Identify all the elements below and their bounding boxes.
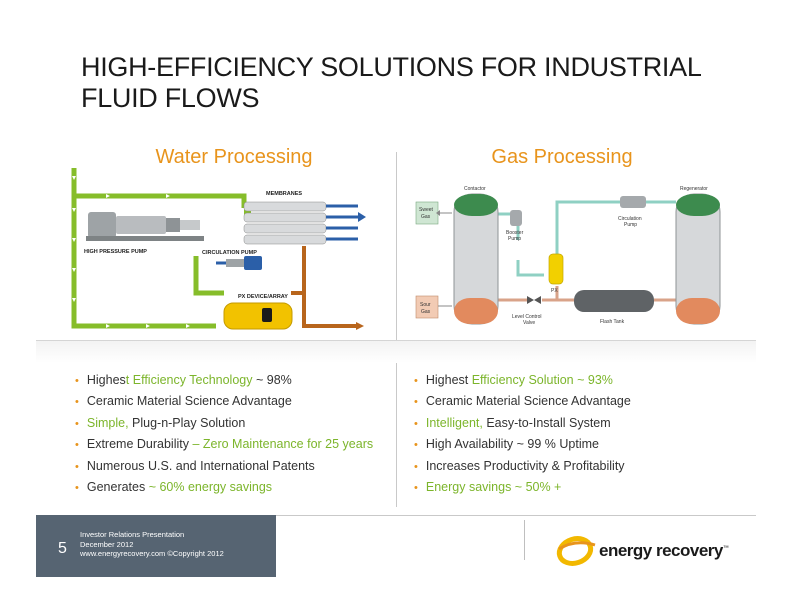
gas-circulation-pump-label-2: Pump [624,222,637,228]
content-band [36,340,756,363]
px-device-icon [223,302,293,330]
water-processing-heading: Water Processing [155,146,313,168]
list-item: •Intelligent, Easy-to-Install System [414,415,611,430]
level-control-label-2: Valve [523,320,535,326]
sweet-gas-label-2: Gas [421,214,431,220]
circulation-pump-icon [226,256,262,270]
booster-pump-label-2: Pump [508,236,521,242]
water-benefits-list: •Highest Efficiency Technology ~ 98% •Ce… [75,370,373,498]
px-device-label: PX DEVICE/ARRAY [238,294,288,300]
contactor-label: Contactor [464,186,486,192]
logo-wordmark: energy recovery™ [599,541,729,560]
membranes-label: MEMBRANES [266,191,302,197]
footer-line-3: www.energyrecovery.com ©Copyright 2012 [80,549,224,558]
sour-gas-box [415,295,439,319]
flash-tank-icon [574,290,654,312]
circulation-pump-label: CIRCULATION PUMP [202,250,257,256]
regenerator-tower [675,193,721,325]
list-item: •Ceramic Material Science Advantage [75,394,292,409]
slide-title-line-2: FLUID FLOWS [81,83,260,113]
sweet-gas-box [415,201,439,225]
list-item: •Highest Efficiency Technology ~ 98% [75,373,292,387]
gas-processing-diagram: Sweet Gas Sour Gas Contactor Booster Pum… [415,186,721,326]
gas-circulation-pump-label-1: Circulation [618,216,642,222]
sour-gas-label-2: Gas [421,309,431,315]
logo-swoosh-icon [556,536,596,566]
footer-rule [276,515,756,516]
footer-line-1: Investor Relations Presentation [80,530,185,539]
footer-panel: 5 Investor Relations Presentation Decemb… [36,515,276,577]
energy-recovery-logo: energy recovery™ [553,529,733,569]
px-icon [548,253,564,285]
px-label: PX [551,288,558,294]
level-control-label-1: Level Control [512,314,541,320]
booster-pump-label-1: Booster [506,230,524,236]
gas-processing-heading: Gas Processing [491,146,633,168]
page-number: 5 [58,540,67,557]
list-item: •Energy savings ~ 50% + [414,480,562,495]
sour-gas-label-1: Sour [420,302,431,308]
contactor-tower [453,193,499,325]
high-pressure-pump-icon [86,212,204,241]
slide-title-line-1: HIGH-EFFICIENCY SOLUTIONS FOR INDUSTRIAL [81,52,702,82]
list-item: •Ceramic Material Science Advantage [414,394,631,409]
sweet-gas-label-1: Sweet [419,207,434,213]
slide-title: HIGH-EFFICIENCY SOLUTIONS FOR INDUSTRIAL… [81,52,721,114]
water-brown-pipes [291,246,356,328]
footer-divider [524,520,525,560]
level-control-valve-icon [527,296,534,304]
regenerator-label: Regenerator [680,186,708,192]
high-pressure-pump-label: HIGH PRESSURE PUMP [84,249,147,255]
footer-text: Investor Relations Presentation December… [80,530,224,559]
flash-tank-label: Flash Tank [600,319,625,325]
list-item: •Extreme Durability – Zero Maintenance f… [75,437,374,452]
water-processing-diagram: HIGH PRESSURE PUMP MEMBRANES CIRCULATION… [71,168,366,330]
water-green-pipes [71,168,251,329]
list-item: •Highest Efficiency Solution ~ 93% [414,373,613,387]
list-item: •Simple, Plug-n-Play Solution [75,415,246,430]
list-item: •Increases Productivity & Profitability [414,458,625,473]
membranes-array [243,201,327,245]
footer-line-2: December 2012 [80,539,134,549]
gas-rich-amine-pipes [498,286,676,302]
list-item: •Generates ~ 60% energy savings [75,480,273,495]
list-item: •Numerous U.S. and International Patents [75,458,315,473]
gas-lean-amine-pipes [498,200,676,277]
gas-circulation-pump-icon [620,196,646,208]
list-item: •High Availability ~ 99 % Uptime [414,437,599,452]
gas-benefits-list: •Highest Efficiency Solution ~ 93% •Cera… [414,370,631,498]
column-divider [396,152,397,507]
booster-pump-icon [510,210,522,226]
